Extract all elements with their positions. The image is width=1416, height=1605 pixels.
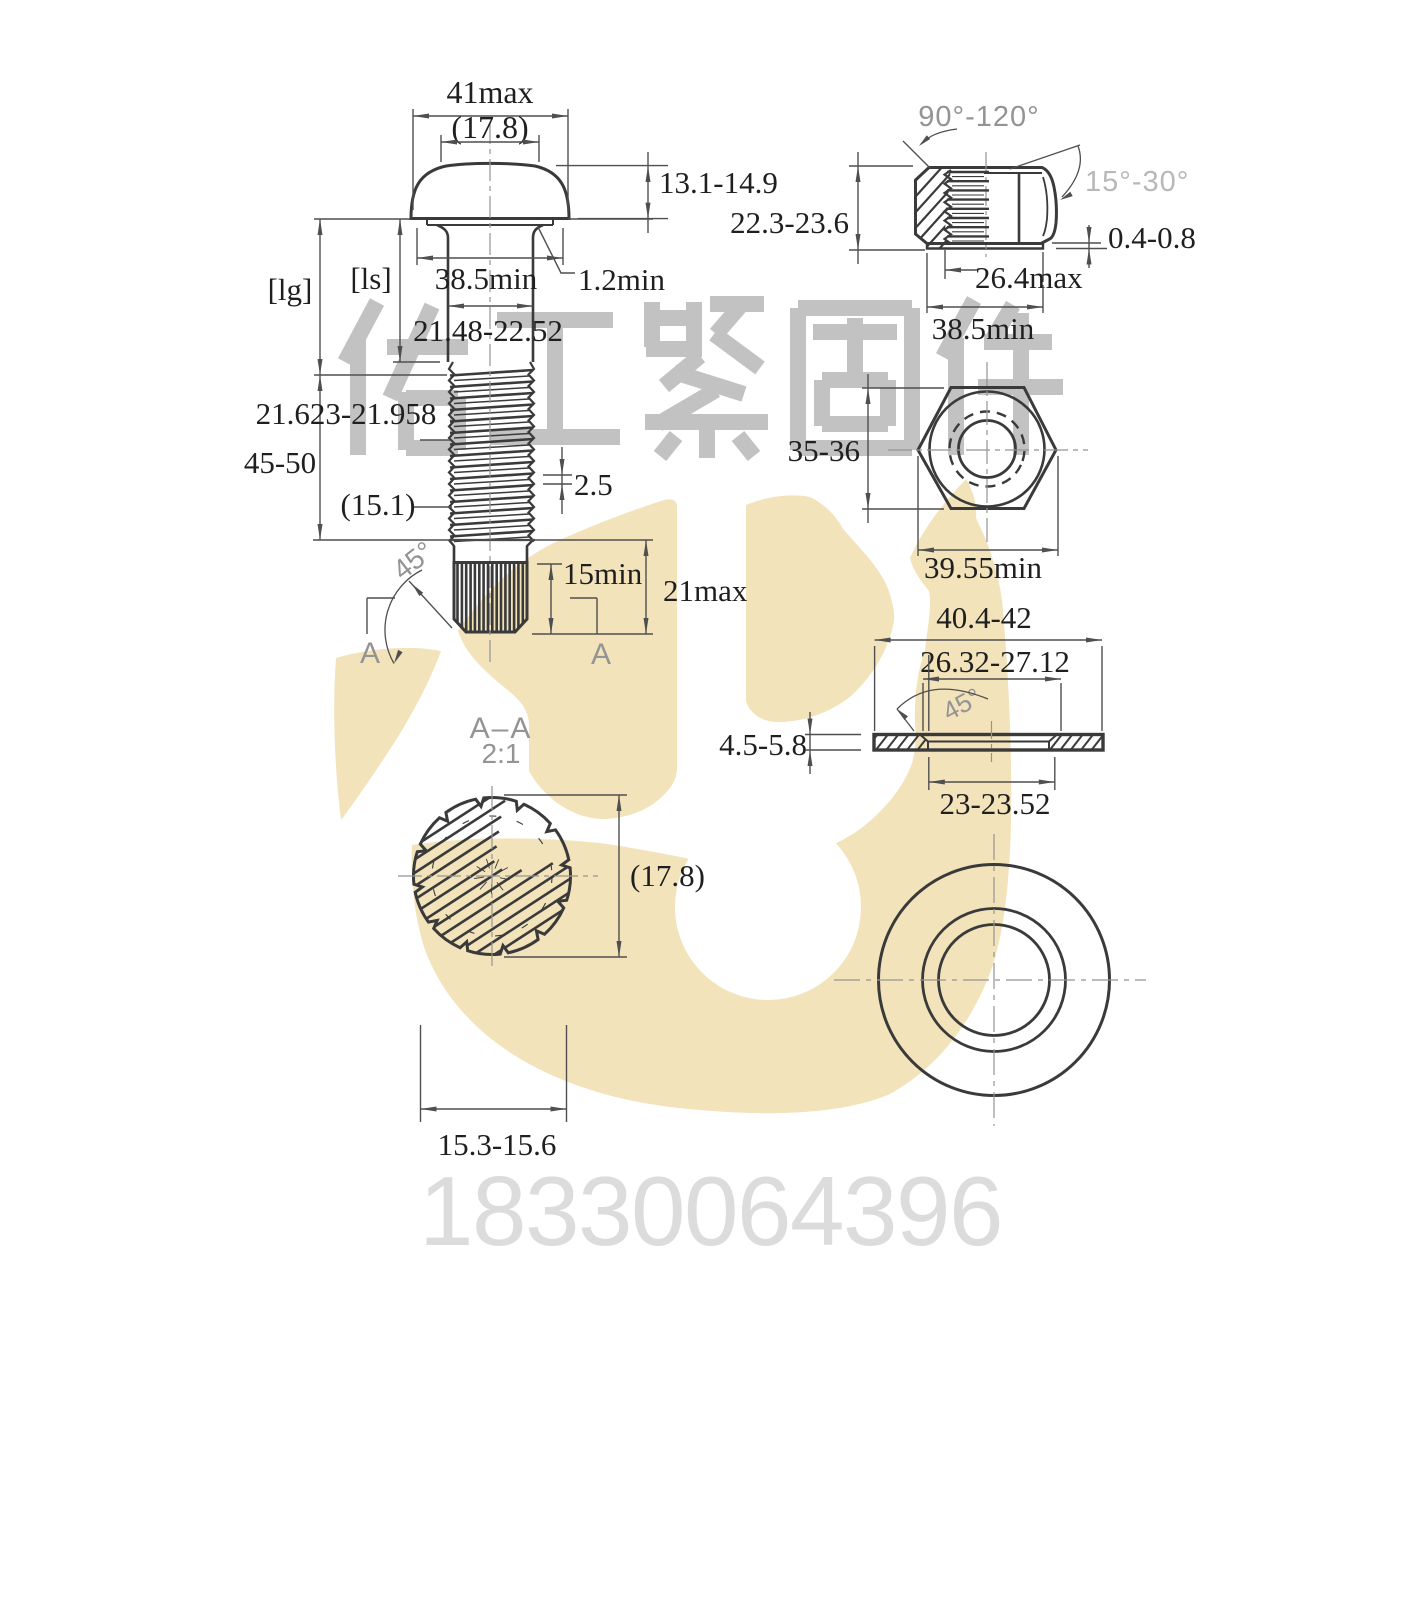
svg-text:40.4-42: 40.4-42 xyxy=(936,600,1032,635)
svg-text:35-36: 35-36 xyxy=(788,433,860,468)
svg-text:38.5min: 38.5min xyxy=(435,261,538,296)
svg-text:(17.8): (17.8) xyxy=(630,858,705,893)
svg-text:38.5min: 38.5min xyxy=(932,311,1035,346)
svg-text:2:1: 2:1 xyxy=(482,738,521,769)
svg-text:18330064396: 18330064396 xyxy=(419,1156,1002,1266)
svg-text:0.4-0.8: 0.4-0.8 xyxy=(1108,220,1196,255)
svg-text:1.2min: 1.2min xyxy=(578,262,665,297)
svg-text:26.32-27.12: 26.32-27.12 xyxy=(920,644,1070,679)
svg-text:15°-30°: 15°-30° xyxy=(1085,166,1189,198)
svg-text:21max: 21max xyxy=(663,573,748,608)
svg-text:26.4max: 26.4max xyxy=(975,260,1083,295)
svg-text:21.623-21.958: 21.623-21.958 xyxy=(256,396,437,431)
svg-text:(17.8): (17.8) xyxy=(451,109,528,145)
svg-text:39.55min: 39.55min xyxy=(924,550,1042,585)
svg-text:21.48-22.52: 21.48-22.52 xyxy=(413,313,563,348)
svg-text:45°: 45° xyxy=(387,535,439,585)
svg-text:45-50: 45-50 xyxy=(244,445,316,480)
svg-text:41max: 41max xyxy=(446,74,533,110)
svg-text:15min: 15min xyxy=(563,556,643,591)
svg-text:15.3-15.6: 15.3-15.6 xyxy=(438,1127,557,1162)
svg-text:2.5: 2.5 xyxy=(574,467,613,502)
svg-text:4.5-5.8: 4.5-5.8 xyxy=(719,727,807,762)
svg-text:(15.1): (15.1) xyxy=(341,487,416,522)
svg-text:A: A xyxy=(591,638,611,671)
svg-text:22.3-23.6: 22.3-23.6 xyxy=(730,205,849,240)
svg-text:13.1-14.9: 13.1-14.9 xyxy=(659,165,778,200)
svg-text:[ls]: [ls] xyxy=(350,261,391,296)
svg-text:[lg]: [lg] xyxy=(268,272,313,307)
svg-text:A: A xyxy=(360,637,380,670)
svg-text:23-23.52: 23-23.52 xyxy=(939,786,1050,821)
svg-text:90°-120°: 90°-120° xyxy=(918,101,1040,133)
